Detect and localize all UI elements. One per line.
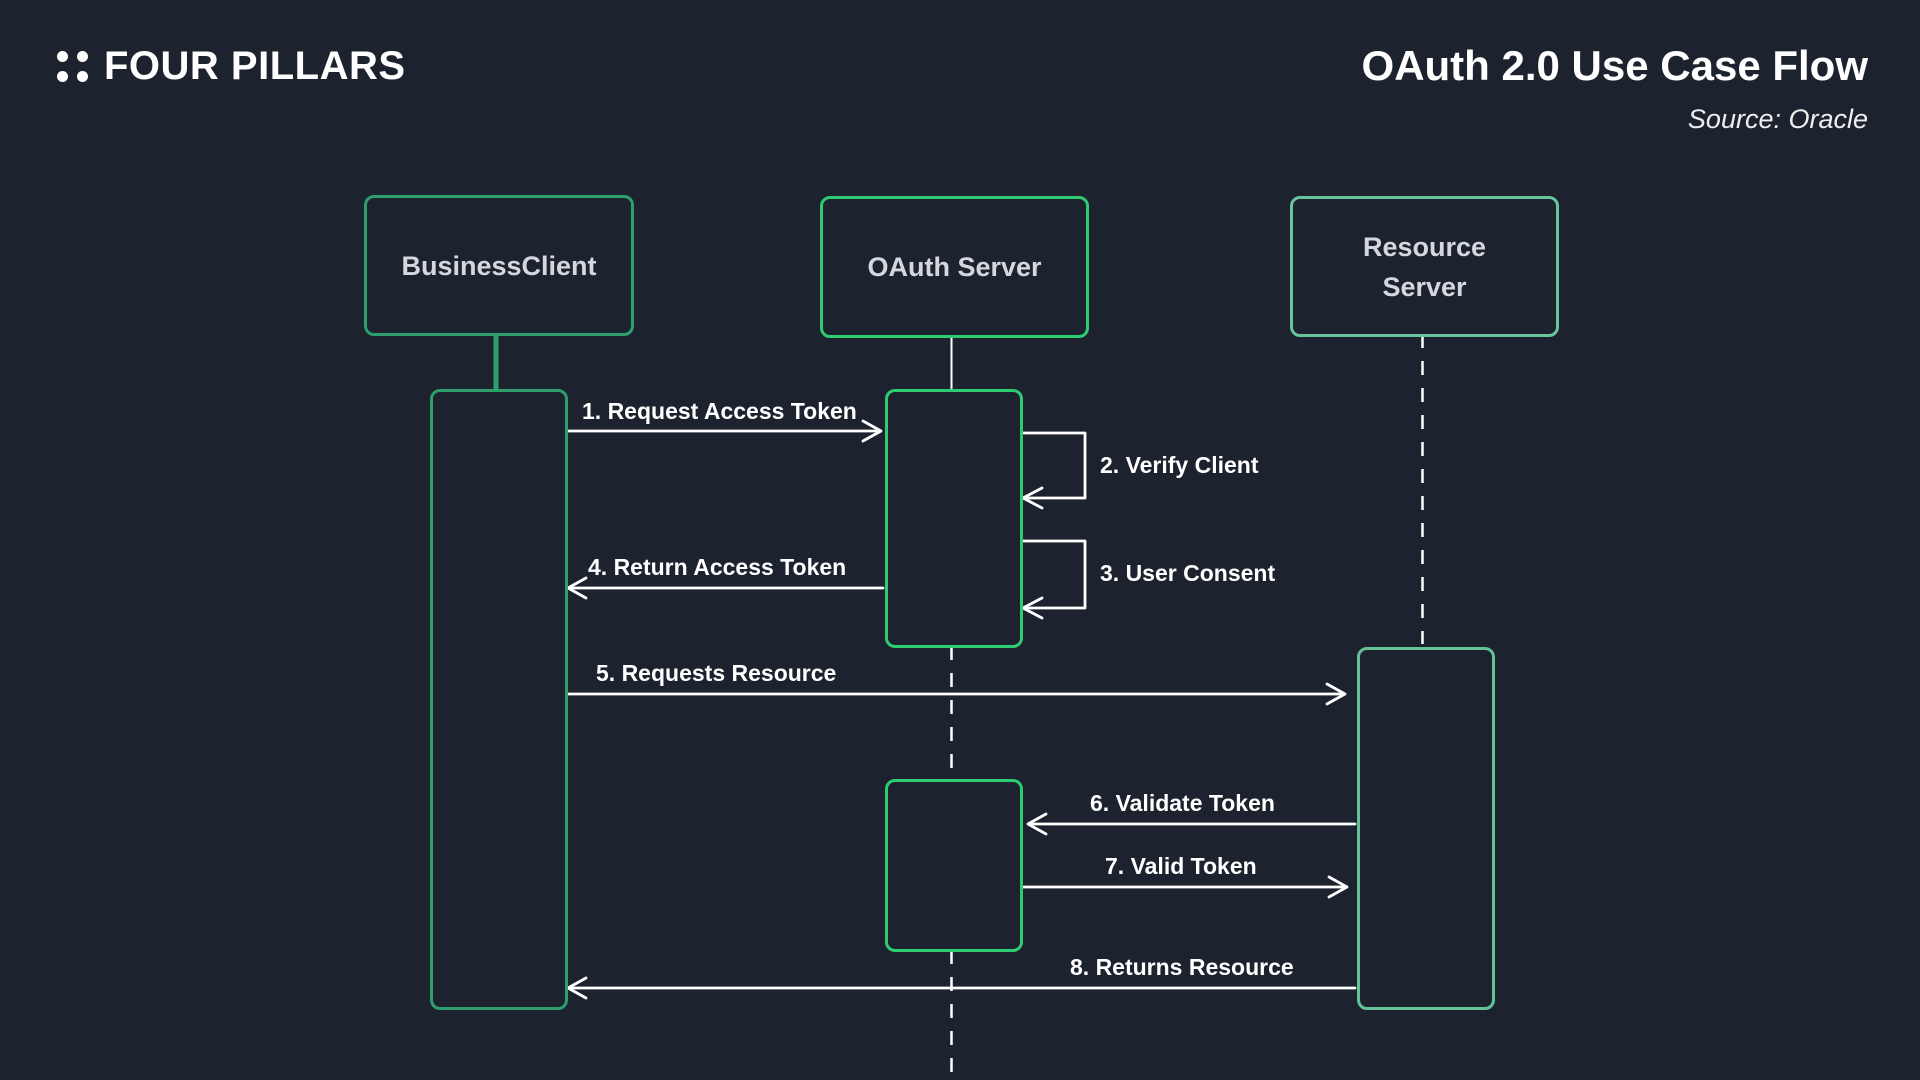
message-arrow-2-self-loop (1017, 431, 1087, 510)
message-label-7: 7. Valid Token (1105, 853, 1257, 879)
message-arrow-8 (566, 976, 1357, 1000)
message-label-8: 8. Returns Resource (1070, 954, 1294, 980)
message-label-1: 1. Request Access Token (582, 398, 857, 424)
actor-label: OAuth Server (867, 252, 1042, 282)
message-label-3: 3. User Consent (1100, 560, 1276, 586)
message-arrow-5 (564, 682, 1347, 706)
message-arrow-1 (564, 419, 883, 443)
message-label-5: 5. Requests Resource (596, 660, 837, 686)
activation-oauth-server-1 (885, 389, 1023, 648)
message-arrow-6 (1026, 812, 1357, 836)
message-arrow-4 (566, 576, 885, 600)
four-dots-icon (57, 50, 88, 82)
activation-oauth-server-2 (885, 779, 1023, 952)
actor-label: Resource Server (1362, 231, 1487, 302)
message-label-6: 6. Validate Token (1090, 790, 1275, 816)
message-label-2: 2. Verify Client (1100, 452, 1259, 478)
source-credit: Source: Oracle (1687, 104, 1868, 134)
page-title: OAuth 2.0 Use Case Flow (1361, 42, 1868, 89)
actor-box-businessclient: BusinessClient (364, 195, 634, 336)
actor-label: BusinessClient (401, 250, 597, 281)
activation-resource-server (1357, 647, 1495, 1010)
logo: FOUR PILLARS (57, 44, 406, 88)
actor-box-resource-server: Resource Server (1290, 196, 1559, 337)
logo-text: FOUR PILLARS (104, 44, 406, 88)
message-arrow-7 (1017, 875, 1349, 899)
activation-businessclient (430, 389, 568, 1010)
actor-box-oauth-server: OAuth Server (820, 196, 1089, 338)
message-arrow-3-self-loop (1017, 539, 1087, 620)
message-label-4: 4. Return Access Token (588, 554, 847, 580)
